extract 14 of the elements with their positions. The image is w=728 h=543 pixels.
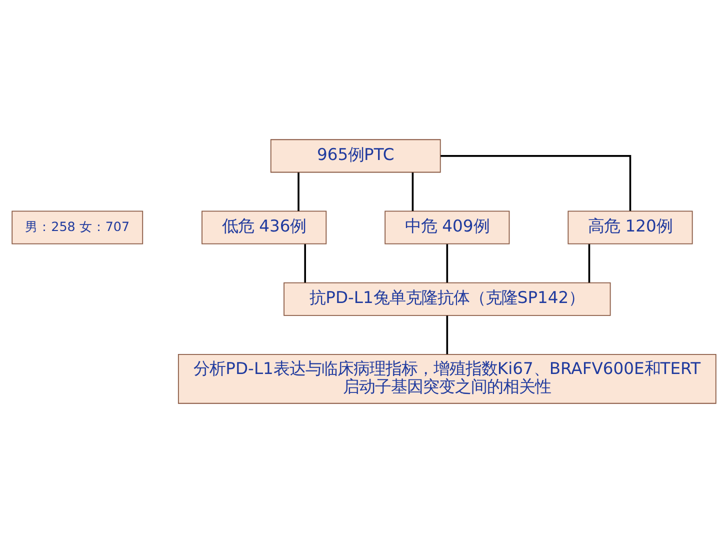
connector (298, 172, 300, 212)
node-box: 965例PTC (270, 139, 441, 173)
node-box: 抗PD-L1兔单克隆抗体（克隆SP142） (284, 282, 611, 316)
node-box: 中危 409例 (384, 210, 510, 244)
node-box: 分析PD-L1表达与临床病理指标，增殖指数Ki67、BRAFV600E和TERT启动子基因突变之间的相关性 (178, 354, 716, 404)
connector (588, 244, 590, 283)
node-box: 男：258 女：707 (12, 210, 144, 244)
connector (304, 244, 306, 283)
connector (412, 172, 414, 212)
connector (440, 155, 632, 211)
node-box: 高危 120例 (568, 210, 693, 244)
connector (446, 244, 448, 283)
connector (446, 316, 448, 354)
node-box: 低危 436例 (202, 210, 327, 244)
